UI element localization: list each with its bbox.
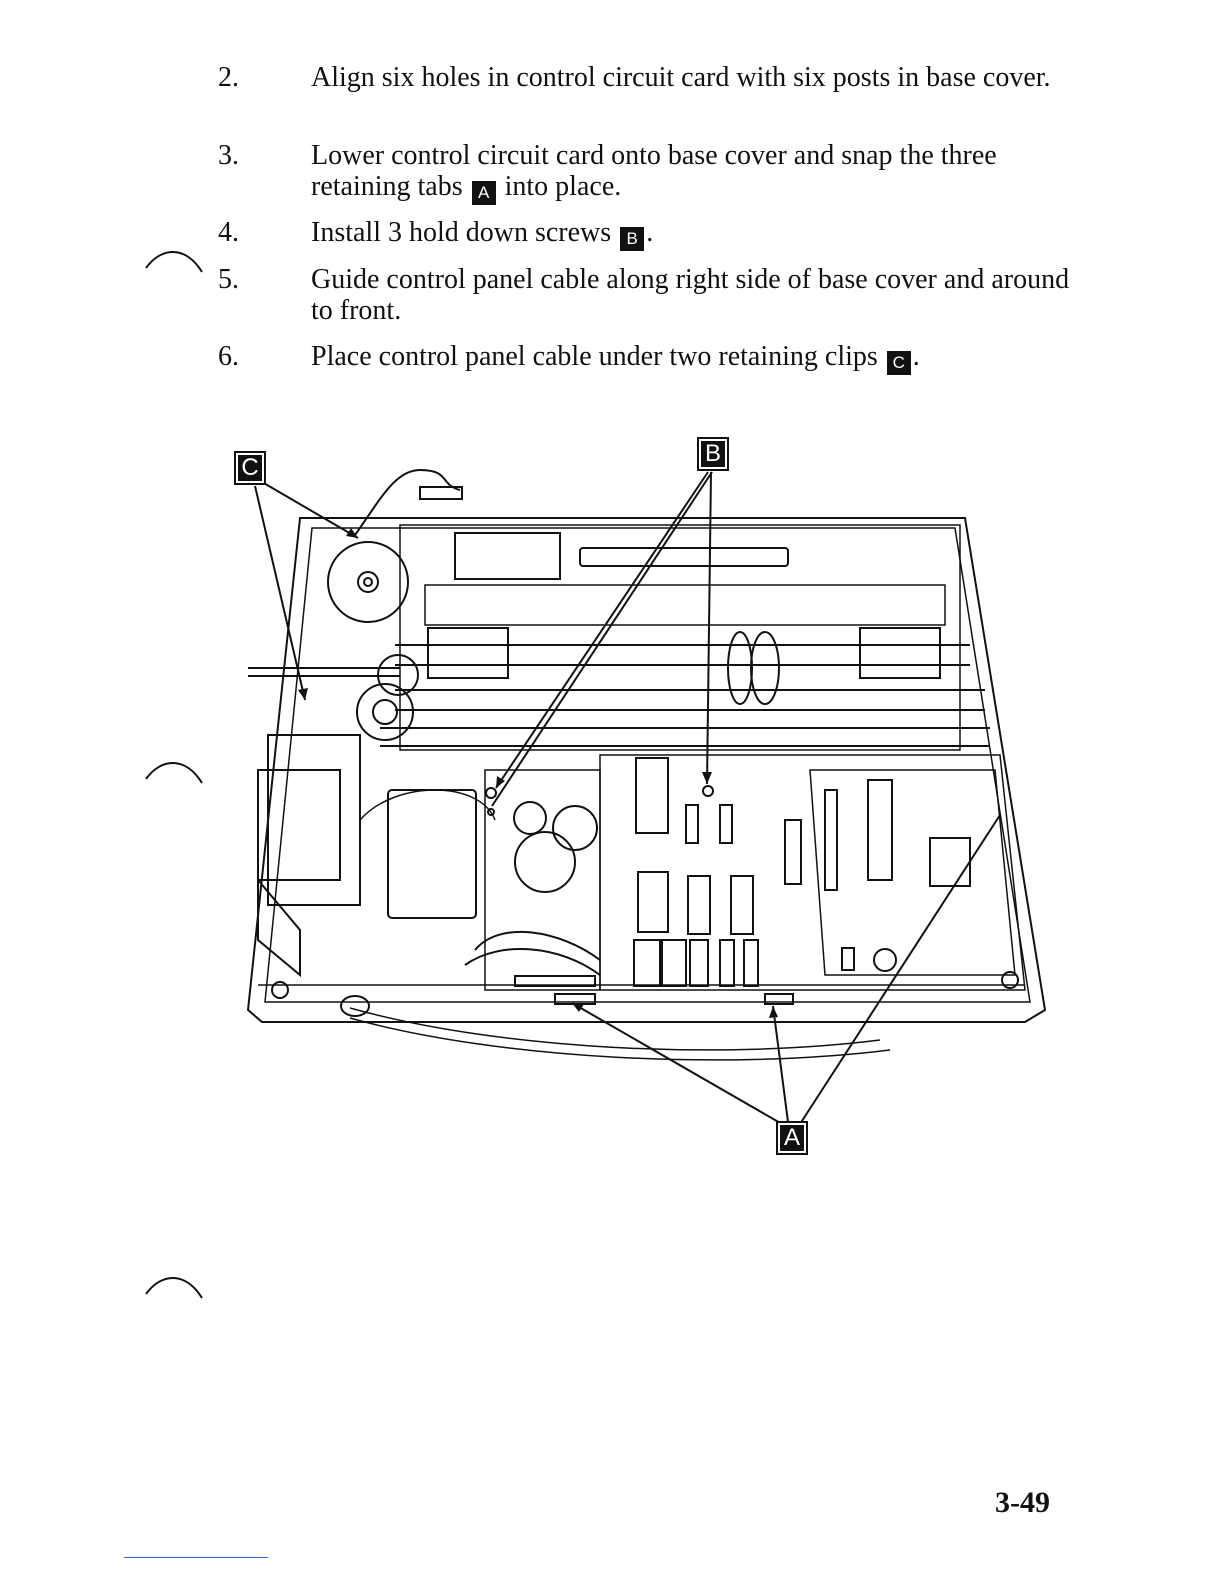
callout-c: C (886, 351, 911, 375)
step-text: Guide control panel cable along right si… (311, 264, 1070, 326)
figure-label-a: A (776, 1121, 808, 1155)
step-number: 3. (218, 140, 239, 171)
step-text: Align six holes in control circuit card … (311, 62, 1051, 93)
step-number: 4. (218, 217, 239, 248)
margin-arc-mark (145, 1277, 203, 1299)
figure-label-b: B (697, 437, 729, 471)
step-text: Lower control circuit card onto base cov… (311, 140, 1071, 205)
step-text: Install 3 hold down screws B. (311, 217, 1071, 251)
margin-arc-mark (145, 762, 203, 784)
step-text: Place control panel cable under two reta… (311, 341, 1071, 375)
figure-label-c: C (234, 451, 266, 485)
page-number: 3-49 (995, 1486, 1050, 1519)
step-number: 6. (218, 341, 239, 372)
callout-a: A (471, 181, 496, 205)
margin-arc-mark (145, 251, 203, 273)
step-number: 2. (218, 62, 239, 93)
callout-b: B (620, 227, 645, 251)
footer-rule (124, 1557, 268, 1558)
step-number: 5. (218, 264, 239, 295)
